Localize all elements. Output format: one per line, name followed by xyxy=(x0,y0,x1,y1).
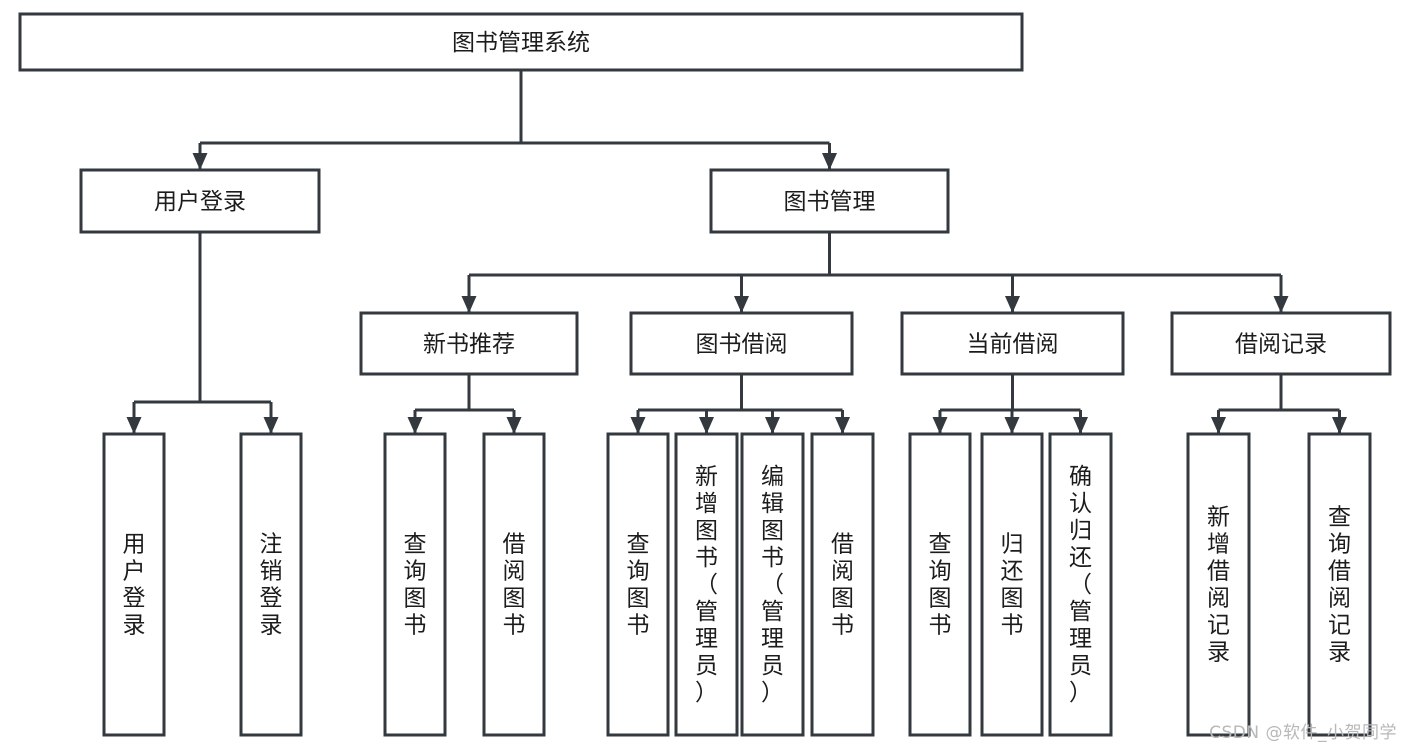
node-book-borrow-label: 图书借阅 xyxy=(696,332,788,358)
node-leaf-query-book-1-label: 查询图书 xyxy=(404,532,427,639)
node-leaf-logout-label: 注销登录 xyxy=(260,532,283,639)
connector-layer xyxy=(126,70,1347,434)
node-current-borrow-label: 当前借阅 xyxy=(967,332,1059,358)
node-leaf-user-login-label: 用户登录 xyxy=(123,532,146,639)
arrow-head-icon xyxy=(765,417,780,434)
node-leaf-logout[interactable]: 注销登录 xyxy=(239,432,303,737)
node-book-borrow[interactable]: 图书借阅 xyxy=(629,311,854,376)
node-leaf-query-book-3-label: 查询图书 xyxy=(929,532,952,639)
arrow-head-icon xyxy=(822,153,837,170)
node-leaf-return-book[interactable]: 归还图书 xyxy=(980,432,1044,737)
node-book-manage-label: 图书管理 xyxy=(784,189,876,215)
node-user-login[interactable]: 用户登录 xyxy=(79,168,321,234)
node-leaf-add-book-admin[interactable]: 新增图书（管理员） xyxy=(674,432,739,737)
node-leaf-query-book-1[interactable]: 查询图书 xyxy=(383,432,447,737)
node-new-book-recommend[interactable]: 新书推荐 xyxy=(359,311,579,376)
node-leaf-borrow-book-2-label: 借阅图书 xyxy=(831,532,854,639)
node-leaf-confirm-return-admin[interactable]: 确认归还（管理员） xyxy=(1048,432,1113,737)
node-borrow-record-label: 借阅记录 xyxy=(1235,332,1327,358)
node-borrow-record[interactable]: 借阅记录 xyxy=(1170,311,1392,376)
arrow-head-icon xyxy=(699,417,714,434)
node-new-book-recommend-label: 新书推荐 xyxy=(423,332,515,358)
arrow-head-icon xyxy=(734,296,749,313)
csdn-watermark: CSDN @软件_小贺同学 xyxy=(1209,723,1397,743)
arrow-head-icon xyxy=(932,417,948,434)
node-leaf-user-login[interactable]: 用户登录 xyxy=(102,432,166,737)
arrow-head-icon xyxy=(407,417,423,434)
arrow-head-icon xyxy=(1005,296,1020,313)
node-leaf-confirm-return-admin-box[interactable] xyxy=(1048,432,1113,737)
node-current-borrow-box[interactable] xyxy=(900,311,1125,376)
node-leaf-user-login-box[interactable] xyxy=(102,432,166,737)
arrow-head-icon xyxy=(263,417,279,434)
node-leaf-query-book-2-label: 查询图书 xyxy=(627,532,650,639)
node-leaf-borrow-book-1-label: 借阅图书 xyxy=(503,532,526,639)
node-leaf-query-borrow-record-box[interactable] xyxy=(1307,432,1372,737)
node-leaf-query-borrow-record-label: 查询借阅记录 xyxy=(1328,505,1351,666)
node-leaf-add-book-admin-box[interactable] xyxy=(674,432,739,737)
arrow-head-icon xyxy=(126,417,142,434)
node-book-manage-box[interactable] xyxy=(709,168,950,234)
arrow-head-icon xyxy=(461,296,477,313)
node-leaf-edit-book-admin-box[interactable] xyxy=(740,432,805,737)
node-leaf-query-book-1-box[interactable] xyxy=(383,432,447,737)
node-book-manage[interactable]: 图书管理 xyxy=(709,168,950,234)
node-leaf-query-book-3[interactable]: 查询图书 xyxy=(908,432,972,737)
arrow-head-icon xyxy=(192,153,208,170)
node-leaf-query-book-2[interactable]: 查询图书 xyxy=(606,432,670,737)
node-leaf-borrow-book-1-box[interactable] xyxy=(482,432,546,737)
node-book-borrow-box[interactable] xyxy=(629,311,854,376)
node-leaf-query-book-2-box[interactable] xyxy=(606,432,670,737)
node-current-borrow[interactable]: 当前借阅 xyxy=(900,311,1125,376)
node-leaf-borrow-book-2-box[interactable] xyxy=(810,432,875,737)
arrow-head-icon xyxy=(506,417,522,434)
arrow-head-icon xyxy=(630,417,646,434)
node-leaf-add-borrow-record-label: 新增借阅记录 xyxy=(1207,505,1230,666)
node-root-box[interactable] xyxy=(18,12,1024,72)
node-leaf-borrow-book-2[interactable]: 借阅图书 xyxy=(810,432,875,737)
node-user-login-box[interactable] xyxy=(79,168,321,234)
node-root[interactable]: 图书管理系统 xyxy=(18,12,1024,72)
node-root-label: 图书管理系统 xyxy=(452,30,590,56)
node-leaf-edit-book-admin[interactable]: 编辑图书（管理员） xyxy=(740,432,805,737)
node-leaf-confirm-return-admin-label: 确认归还（管理员） xyxy=(1069,464,1092,706)
node-leaf-borrow-book-1[interactable]: 借阅图书 xyxy=(482,432,546,737)
node-borrow-record-box[interactable] xyxy=(1170,311,1392,376)
node-leaf-query-borrow-record[interactable]: 查询借阅记录 xyxy=(1307,432,1372,737)
node-leaf-add-borrow-record[interactable]: 新增借阅记录 xyxy=(1186,432,1251,737)
arrow-head-icon xyxy=(1004,417,1020,434)
arrow-head-icon xyxy=(1073,417,1088,434)
node-leaf-add-book-admin-label: 新增图书（管理员） xyxy=(695,464,718,706)
node-leaf-return-book-label: 归还图书 xyxy=(1001,532,1024,639)
arrow-head-icon xyxy=(1332,417,1347,434)
node-leaf-edit-book-admin-label: 编辑图书（管理员） xyxy=(761,464,784,706)
arrow-head-icon xyxy=(1273,296,1289,313)
node-layer: 图书管理系统用户登录图书管理新书推荐图书借阅当前借阅借阅记录用户登录注销登录查询… xyxy=(18,12,1392,737)
node-new-book-recommend-box[interactable] xyxy=(359,311,579,376)
arrow-head-icon xyxy=(1211,417,1226,434)
node-leaf-logout-box[interactable] xyxy=(239,432,303,737)
arrow-head-icon xyxy=(835,417,850,434)
node-leaf-return-book-box[interactable] xyxy=(980,432,1044,737)
node-leaf-add-borrow-record-box[interactable] xyxy=(1186,432,1251,737)
node-user-login-label: 用户登录 xyxy=(154,189,246,215)
node-leaf-query-book-3-box[interactable] xyxy=(908,432,972,737)
